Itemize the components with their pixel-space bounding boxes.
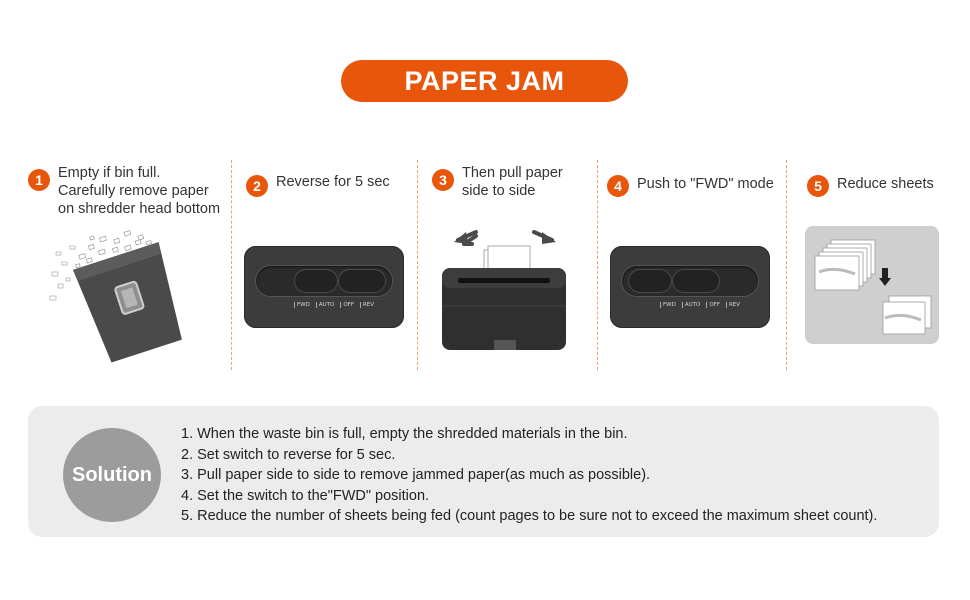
solution-item: 1. When the waste bin is full, empty the… (181, 426, 628, 442)
switch-slot (622, 266, 758, 296)
waste-bin-illustration (49, 230, 182, 363)
step-3: 3 Then pull paper side to side (432, 164, 592, 374)
step-2: 2 Reverse for 5 sec (246, 164, 406, 374)
solution-badge: Solution (63, 428, 161, 522)
divider (786, 160, 787, 370)
step-number: 1 (28, 169, 50, 191)
step-text: Push to "FWD" mode (637, 176, 774, 192)
solution-item: 3. Pull paper side to side to remove jam… (181, 467, 651, 484)
reduce-sheets-illustration (805, 226, 939, 344)
switch-panel-fwd: FWD AUTO OFF REV (610, 246, 770, 328)
switch-panel-reverse: FWD AUTO OFF REV (244, 246, 404, 328)
solution-item: 5. Reduce the number of sheets being fed… (181, 508, 878, 525)
step-number: 5 (807, 175, 829, 197)
page-title: PAPER JAM (341, 60, 628, 102)
solution-item: 2. Set switch to reverse for 5 sec. (181, 446, 396, 463)
switch-labels: FWD AUTO OFF REV (294, 302, 374, 308)
step-5: 5 Reduce sheets (807, 164, 947, 374)
solution-box (28, 406, 939, 537)
step-text: Empty if bin full. Carefully remove pape… (58, 165, 221, 217)
shredder-pull-paper-illustration (442, 230, 566, 350)
switch-knob (628, 269, 672, 293)
step-text: Then pull paper side to side (462, 165, 563, 199)
switch-knob (672, 269, 720, 293)
step-text: Reverse for 5 sec (276, 174, 390, 190)
switch-labels: FWD AUTO OFF REV (660, 302, 740, 308)
divider (231, 160, 232, 370)
step-number: 2 (246, 175, 268, 197)
solution-item: 4. Set the switch to the"FWD" position. (181, 487, 430, 504)
switch-slot (256, 266, 392, 296)
switch-knob (294, 269, 338, 293)
divider (597, 160, 598, 370)
solution-list: 1. When the waste bin is full, empty the… (181, 424, 877, 527)
step-number: 4 (607, 175, 629, 197)
step-text: Reduce sheets (837, 176, 934, 192)
step-number: 3 (432, 169, 454, 191)
switch-knob (338, 269, 386, 293)
divider (417, 160, 418, 370)
step-1: 1 Empty if bin full. Carefully remove pa… (28, 164, 228, 374)
step-4: 4 Push to "FWD" mode (607, 164, 777, 374)
